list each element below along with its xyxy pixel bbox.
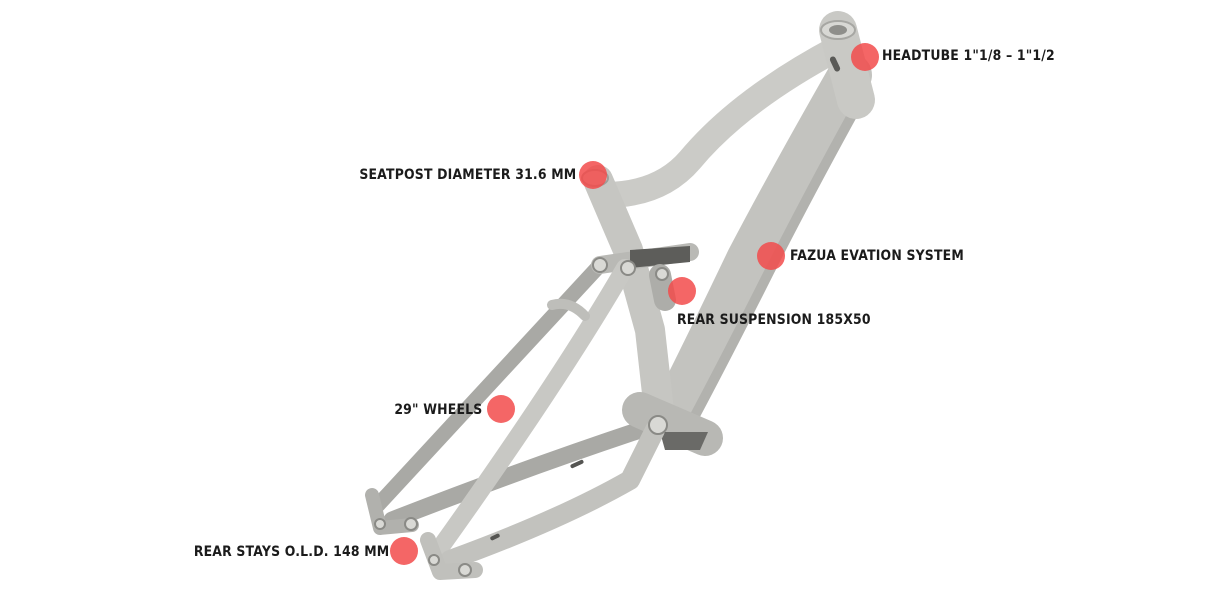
seat-tube xyxy=(583,165,675,435)
headtube-label: HEADTUBE 1"1/8 – 1"1/2 xyxy=(882,48,1055,64)
frame-tubes xyxy=(365,11,875,580)
rear-stays-marker xyxy=(390,537,418,565)
rear-suspension-label: REAR SUSPENSION 185X50 xyxy=(677,312,871,328)
fazua-marker xyxy=(757,242,785,270)
far-chain-stay xyxy=(383,421,649,529)
top-tube xyxy=(592,35,851,208)
headtube-marker xyxy=(851,43,879,71)
wheels-label: 29" WHEELS xyxy=(393,402,482,418)
seatpost-label: SEATPOST DIAMETER 31.6 MM xyxy=(358,167,576,183)
near-chain-stay xyxy=(440,420,665,570)
down-tube-shade xyxy=(685,85,871,430)
wheels-marker xyxy=(487,395,515,423)
stay-bridge xyxy=(547,298,590,321)
seatpost-marker xyxy=(579,161,607,189)
rear-suspension-marker xyxy=(668,277,696,305)
pivot-bolts xyxy=(374,257,669,577)
fazua-label: FAZUA EVATION SYSTEM xyxy=(790,248,964,264)
near-seat-stay xyxy=(431,259,634,557)
down-tube xyxy=(650,53,872,437)
head-tube xyxy=(819,11,875,119)
rear-stays-label: REAR STAYS O.L.D. 148 MM xyxy=(193,544,389,560)
